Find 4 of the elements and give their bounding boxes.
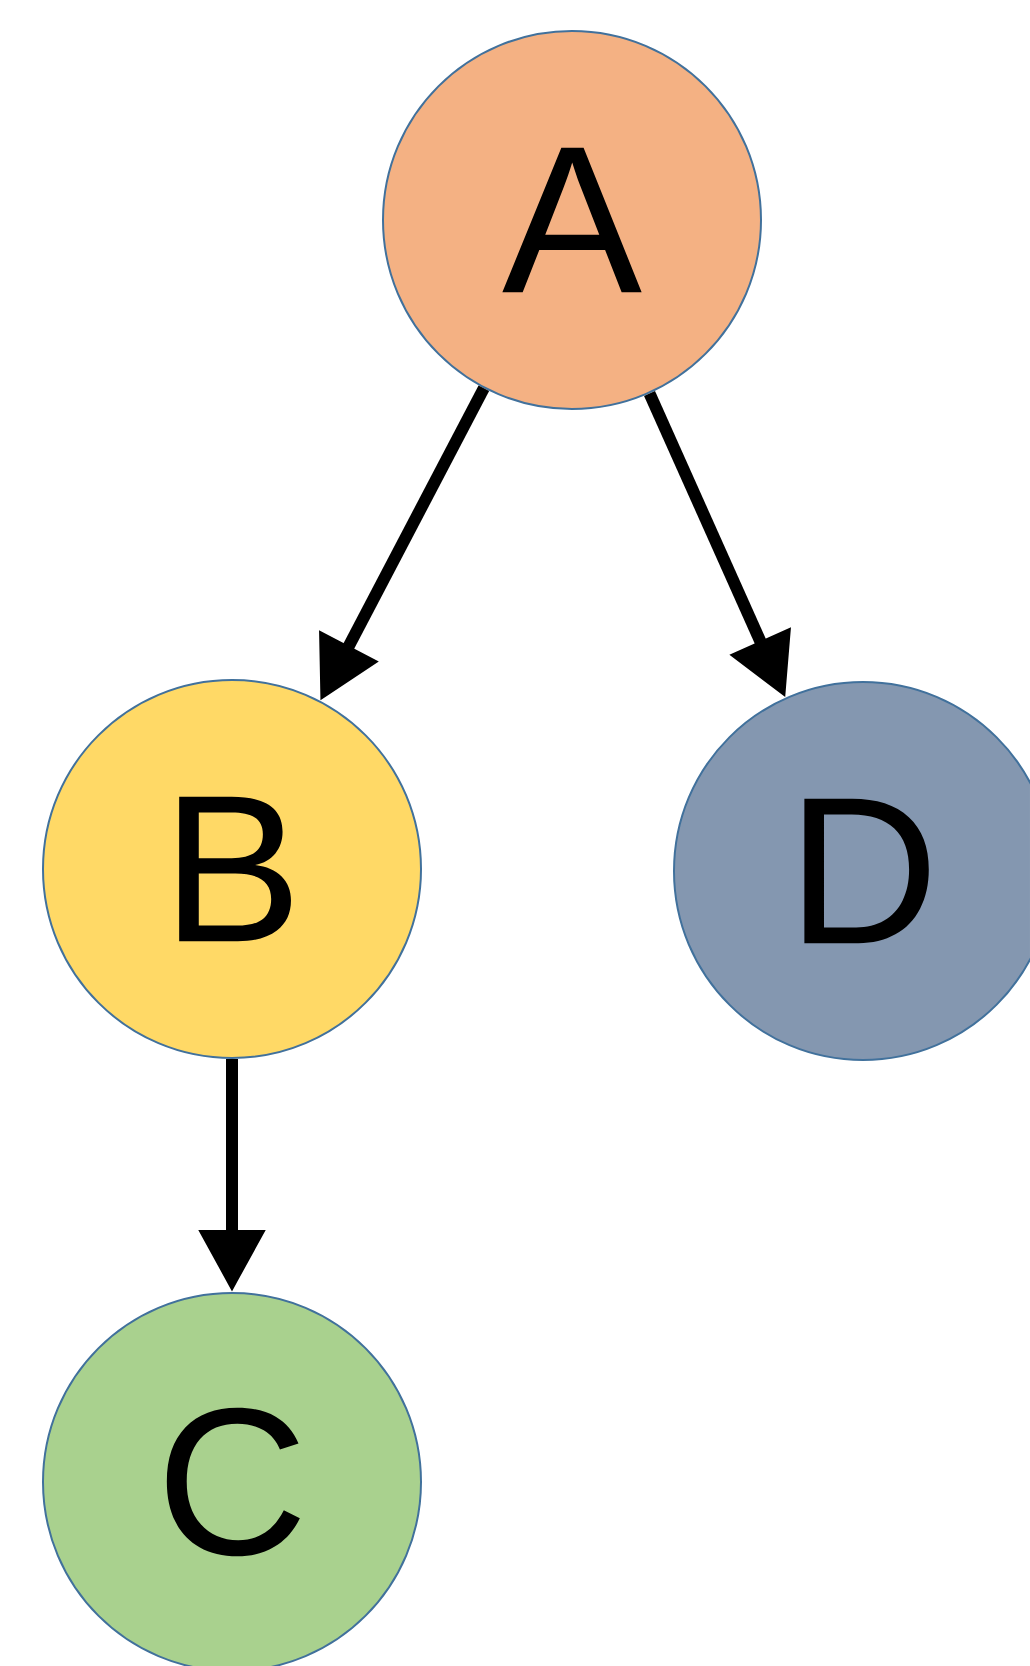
circle-node: B	[42, 679, 422, 1059]
circle-node: A	[382, 30, 762, 410]
circle-node: D	[673, 681, 1030, 1061]
circle-node: C	[42, 1292, 422, 1666]
